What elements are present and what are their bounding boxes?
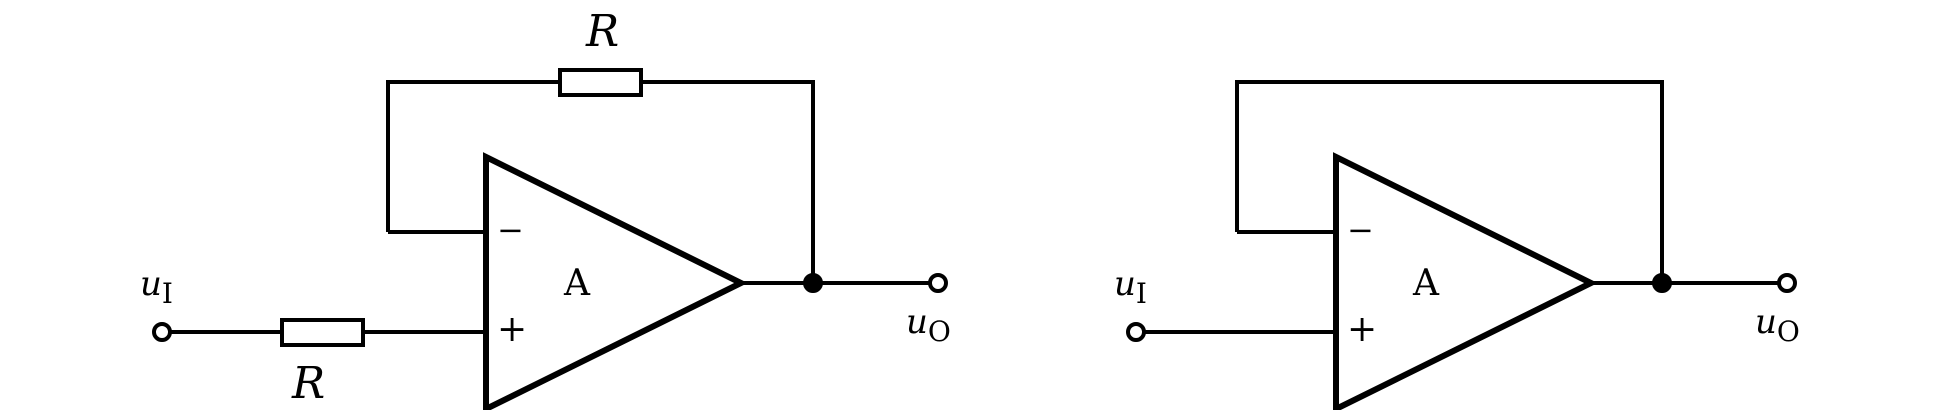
- opamp-label: A: [563, 263, 591, 304]
- input-resistor-label: R: [291, 358, 325, 409]
- plus-label: +: [497, 309, 527, 350]
- plus-label: +: [1347, 309, 1377, 350]
- feedback-wire: [1235, 80, 1664, 283]
- output-label: uO: [906, 302, 951, 348]
- minus-label: −: [497, 211, 524, 249]
- input-label: uI: [140, 264, 173, 310]
- opamp-triangle: [483, 152, 748, 410]
- output-node-dot: [803, 273, 823, 293]
- feedback-wire: [386, 80, 815, 283]
- opamp-triangle: [1333, 152, 1598, 410]
- input-terminal: [152, 322, 172, 342]
- input-resistor: [280, 318, 365, 347]
- output-node-dot: [1652, 273, 1672, 293]
- output-label: uO: [1755, 302, 1800, 348]
- minus-label: −: [1347, 211, 1374, 249]
- input-terminal: [1126, 322, 1146, 342]
- circuit-2: [1126, 80, 1797, 410]
- input-label: uI: [1114, 264, 1147, 310]
- output-terminal: [928, 273, 948, 293]
- feedback-resistor: [558, 68, 643, 97]
- output-terminal: [1777, 273, 1797, 293]
- opamp-label: A: [1412, 263, 1440, 304]
- feedback-resistor-label: R: [585, 6, 619, 57]
- circuit-1: [152, 68, 948, 410]
